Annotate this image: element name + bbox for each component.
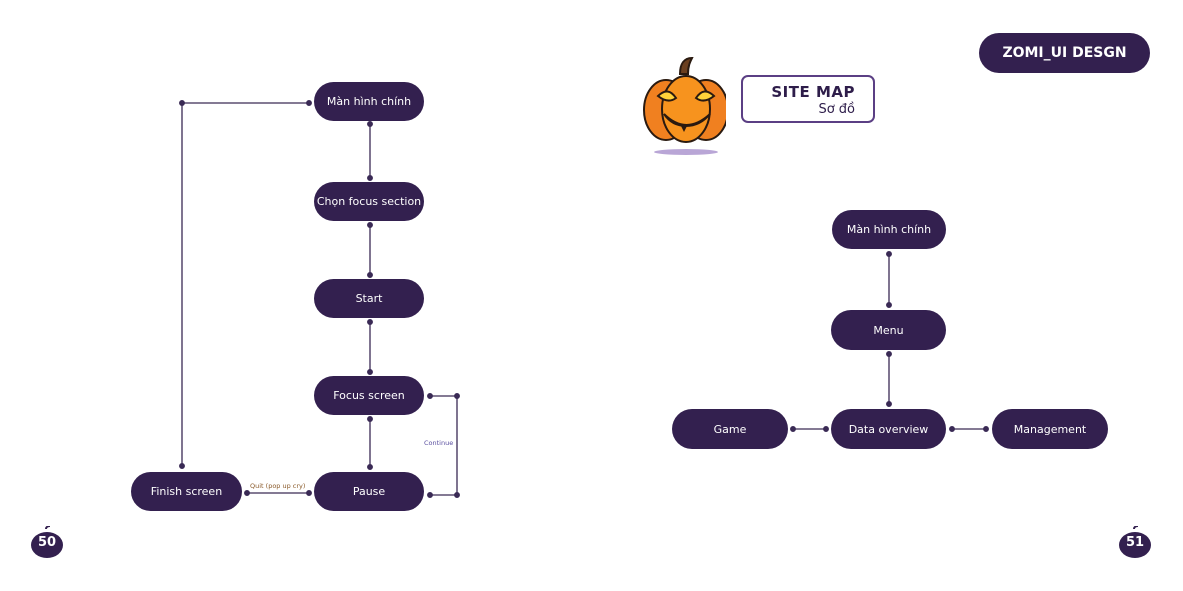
node-r-management: Management (992, 409, 1108, 449)
edge-label-quit: Quit (pop up cry) (250, 482, 306, 490)
node-r-game: Game (672, 409, 788, 449)
pumpkin-badge-icon (1119, 525, 1151, 558)
node-r-menu: Menu (831, 310, 946, 350)
sitemap-title: SITE MAP (771, 83, 855, 101)
node-focus-screen: Focus screen (314, 376, 424, 415)
node-r-main-screen: Màn hình chính (832, 210, 946, 249)
pumpkin-icon (643, 56, 726, 155)
sitemap-label-box: SITE MAP Sơ đồ (741, 75, 875, 123)
edge-pause-continue-loop (430, 395, 458, 496)
page-number-left: 50 (30, 525, 64, 560)
page-number-right: 51 (1118, 525, 1152, 560)
node-pause: Pause (314, 472, 424, 511)
pumpkin-badge-icon (31, 525, 63, 558)
node-start: Start (314, 279, 424, 318)
edge-finish-to-main (181, 102, 309, 466)
node-main-screen: Màn hình chính (314, 82, 424, 121)
page-number-right-text: 51 (1125, 535, 1145, 550)
edge-label-continue: Continue (424, 439, 454, 447)
node-finish-screen: Finish screen (131, 472, 242, 511)
node-choose-focus-section: Chọn focus section (314, 182, 424, 221)
page-number-left-text: 50 (37, 535, 57, 550)
sitemap-subtitle: Sơ đồ (818, 102, 855, 117)
node-r-data-overview: Data overview (831, 409, 946, 449)
brand-badge: ZOMI_UI DESGN (979, 33, 1150, 73)
